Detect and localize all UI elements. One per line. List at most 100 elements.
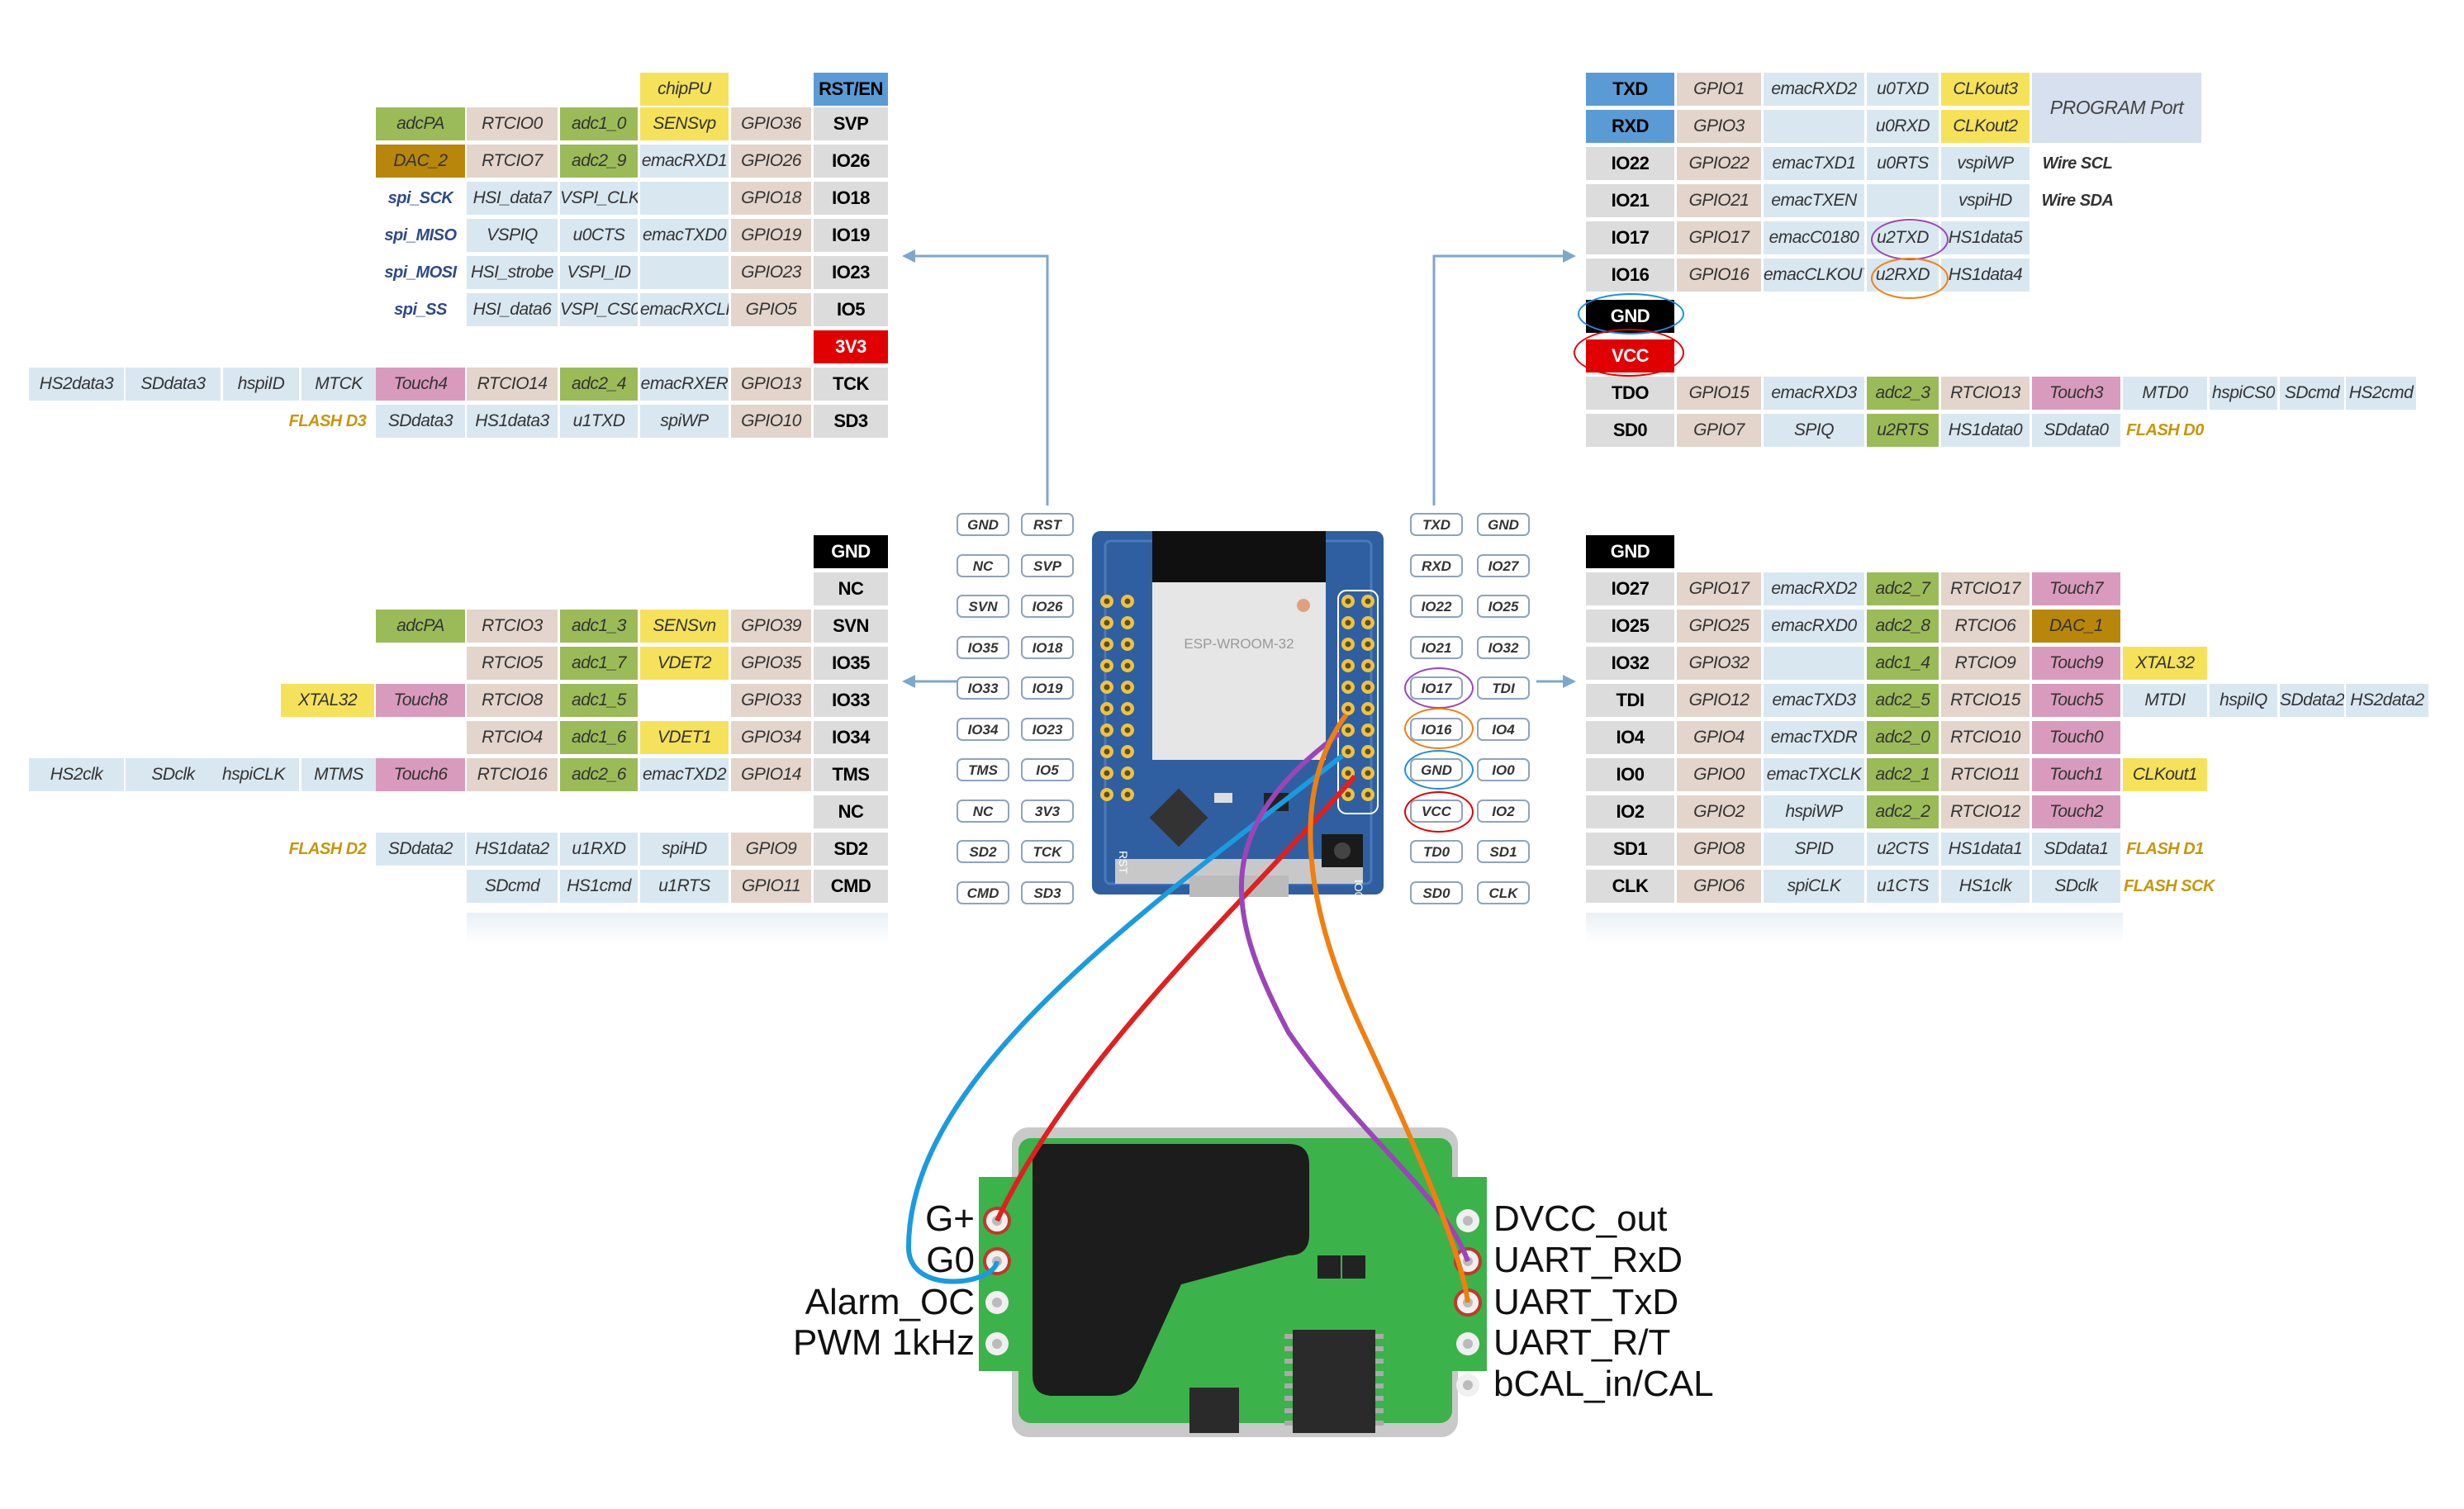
pin-cell: IO2 — [1586, 795, 1674, 828]
pin-cell: Touch6 — [376, 758, 465, 791]
pin-cell: RTCIO3 — [467, 610, 558, 643]
u2txd-highlight-ring — [1871, 219, 1949, 260]
pin-cell: Touch7 — [2032, 572, 2120, 605]
pin-cell: GPIO26 — [731, 145, 811, 178]
pin-cell: Touch0 — [2032, 721, 2120, 754]
pin-cell: HS2cmd — [2346, 377, 2416, 410]
pin-cell: HS1data0 — [1941, 414, 2030, 447]
pin-cell: GPIO17 — [1677, 221, 1761, 254]
pin-cell: RTCIO15 — [1941, 684, 2030, 717]
pin-cell: SENSvn — [640, 610, 729, 643]
header-hole — [1345, 791, 1351, 798]
header-hole — [1104, 598, 1110, 605]
board-pin-io35: IO35 — [957, 635, 1009, 659]
pin-cell: RTCIO0 — [467, 107, 558, 140]
faded-row — [1586, 913, 2123, 942]
pin-cell: IO25 — [1586, 610, 1674, 643]
header-hole — [1124, 748, 1131, 755]
pin-cell: GPIO22 — [1677, 147, 1761, 180]
ic-pin — [1375, 1408, 1384, 1413]
header-hole — [1365, 727, 1371, 733]
sensor-pin-label: bCAL_in/CAL — [1493, 1364, 1714, 1404]
pin-cell: emacRXD1 — [640, 145, 729, 178]
pin-cell: GPIO12 — [1677, 684, 1761, 717]
pin-cell: spi_SCK — [387, 189, 453, 207]
io16-pin-ring — [1404, 708, 1474, 749]
pin-cell: u2CTS — [1867, 833, 1939, 866]
sensor-optics-icon — [1033, 1144, 1309, 1396]
pin-cell: emacTXEN — [1764, 184, 1864, 217]
pin-cell: GPIO0 — [1677, 758, 1761, 791]
board-pin-sd3: SD3 — [1021, 880, 1074, 904]
pin-cell: VSPIQ — [467, 219, 558, 252]
pin-cell: IO18 — [814, 182, 888, 215]
button-cap — [1334, 842, 1351, 859]
pin-cell: GPIO8 — [1677, 833, 1761, 866]
board-pin-nc: NC — [957, 799, 1009, 823]
pin-cell: emacRXD3 — [1764, 377, 1864, 410]
chip-icon — [1149, 788, 1208, 847]
pin-cell: GPIO16 — [1677, 259, 1761, 292]
board-pin-svp: SVP — [1021, 553, 1074, 577]
pin-cell: FLASH D0 — [2126, 421, 2204, 439]
pin-cell: u1TXD — [560, 405, 638, 438]
pin-cell: HS1data4 — [1941, 259, 2030, 292]
pin-cell: GPIO19 — [731, 219, 811, 252]
pin-cell: VSPI_CS0 — [560, 293, 638, 326]
board-pin-nc: NC — [957, 553, 1009, 577]
ic-pin — [1375, 1346, 1384, 1351]
header-outline — [1337, 590, 1379, 814]
wire-io16-orange — [1308, 713, 1470, 1303]
header-hole — [1104, 641, 1110, 648]
pin-cell: adc2_9 — [560, 145, 638, 178]
header-hole — [1124, 598, 1131, 605]
pin-cell: u1CTS — [1867, 870, 1939, 903]
pin-cell: VSPI_ID — [560, 256, 638, 289]
u2rxd-highlight-ring — [1871, 258, 1949, 299]
pin-cell: FLASH D1 — [2126, 840, 2204, 858]
pin-cell: GPIO10 — [731, 405, 811, 438]
pin-cell: TMS — [814, 758, 888, 791]
pin-cell: emacRXCLK — [640, 293, 729, 326]
board-pin-io27: IO27 — [1477, 553, 1530, 577]
board-pin-td0: TD0 — [1410, 840, 1463, 863]
header-hole — [1104, 684, 1110, 690]
sensor-pad-hole — [1463, 1339, 1473, 1349]
pin-cell: HS2data3 — [29, 368, 124, 401]
sensor-pad-hole — [1463, 1380, 1473, 1390]
pin-cell: TDO — [1586, 377, 1674, 410]
pin-cell: spi_MISO — [384, 226, 457, 244]
pin-cell: spi_SS — [394, 301, 447, 319]
board-pin-tms: TMS — [957, 758, 1009, 781]
pin-cell: SD1 — [1586, 833, 1674, 866]
header-hole — [1365, 619, 1371, 626]
pin-cell: GPIO13 — [731, 368, 811, 401]
pin-cell: SVN — [814, 610, 888, 643]
pin-cell: hspiCLK — [208, 758, 299, 791]
pin-cell: DAC_1 — [2032, 610, 2120, 643]
pin-cell: MTCK — [301, 368, 376, 401]
pin-cell: RTCIO14 — [467, 368, 558, 401]
pin-cell: emacTXD1 — [1764, 147, 1864, 180]
pin-cell: adc1_5 — [560, 684, 638, 717]
pin-cell: SDclk — [126, 758, 221, 791]
vcc-pin-ring — [1404, 791, 1474, 833]
ic-pin — [1284, 1408, 1293, 1413]
pin-cell: TXD — [1586, 73, 1674, 106]
sensor-pin-label: UART_R/T — [1493, 1322, 1671, 1363]
pin-cell: vspiWP — [1941, 147, 2030, 180]
pin-cell: u1RTS — [640, 870, 729, 903]
board-pin-io18: IO18 — [1021, 635, 1074, 659]
pin-cell: GPIO21 — [1677, 184, 1761, 217]
pin-cell: RTCIO5 — [467, 647, 558, 680]
board-pin-svn: SVN — [957, 595, 1009, 618]
pin-cell: emacRXD0 — [1764, 610, 1864, 643]
board-pin-io32: IO32 — [1477, 635, 1530, 659]
board-pin-io33: IO33 — [957, 676, 1009, 700]
program-port-label: PROGRAM Port — [2032, 73, 2201, 143]
pin-cell: RTCIO11 — [1941, 758, 2030, 791]
pin-cell: HSI_data7 — [467, 182, 558, 215]
board-pin-io5: IO5 — [1021, 758, 1074, 781]
sensor-pin-label: G0 — [926, 1240, 975, 1280]
pin-cell: GPIO34 — [731, 721, 811, 754]
